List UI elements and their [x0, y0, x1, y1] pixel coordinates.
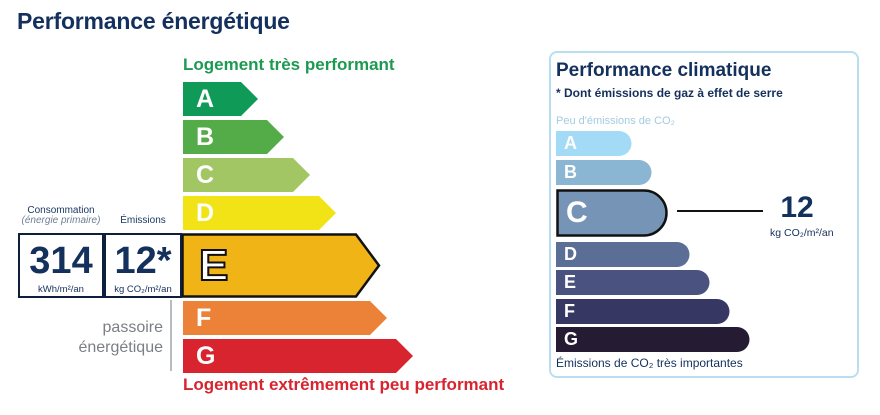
ges-bar-c-shape: [556, 189, 668, 237]
ges-bar-e-shape: [556, 270, 710, 295]
dpe-letter-b: B: [196, 123, 215, 151]
dpe-letter-g: G: [196, 342, 216, 370]
ges-bar-b-label: B: [556, 160, 586, 185]
dpe-bar-e-current: [181, 233, 381, 298]
dpe-bar-b: [183, 120, 284, 154]
ges-letter-d: D: [564, 244, 577, 264]
emissions-unit: kg CO₂/m²/an: [114, 284, 172, 295]
ges-letter-b: B: [564, 162, 577, 182]
ges-bar-b-shape: [556, 160, 652, 185]
dpe-bar-e-label: E: [181, 233, 381, 298]
dpe-bar-c-label: C: [183, 158, 223, 192]
ges-bar-d-shape: [556, 242, 690, 267]
climate-top-label: Peu d'émissions de CO₂: [556, 115, 675, 127]
dpe-bar-a-label: A: [183, 82, 223, 116]
ges-bar-e-label: E: [556, 270, 586, 295]
dpe-bar-g: [183, 339, 413, 373]
passoire-label: passoire énergétique: [60, 318, 163, 358]
consumption-label: Consommation: [27, 205, 95, 216]
ges-bar-c-label: C: [556, 189, 596, 237]
climate-title: Performance climatique: [556, 60, 772, 81]
dpe-bar-b-shape: [183, 120, 284, 154]
ges-pointer-line: [677, 210, 763, 212]
climate-subtitle: * Dont émissions de gaz à effet de serre: [556, 86, 783, 100]
dpe-bar-g-label: G: [183, 339, 223, 373]
ges-letter-a: A: [564, 133, 577, 153]
dpe-bar-g-shape: [183, 339, 413, 373]
dpe-bar-f-shape: [183, 301, 387, 335]
dpe-bar-c-shape: [183, 158, 310, 192]
dpe-current-letter: E: [198, 240, 229, 291]
ges-unit: kg CO₂/m²/an: [770, 227, 834, 239]
emissions-value: 12*: [114, 240, 172, 282]
dpe-bar-d: [183, 196, 336, 230]
ges-bar-g: [556, 327, 750, 352]
ges-bar-f: [556, 299, 730, 324]
consumption-value: 314: [29, 240, 93, 282]
ges-letter-g: G: [564, 329, 579, 349]
climate-bottom-label: Émissions de CO₂ très importantes: [556, 356, 743, 370]
ges-bar-a: [556, 131, 632, 156]
dpe-bar-d-label: D: [183, 196, 223, 230]
ges-bar-c-current: [556, 189, 668, 237]
dpe-bar-b-label: B: [183, 120, 223, 154]
dpe-bar-a: [183, 82, 258, 116]
ges-letter-e: E: [564, 272, 577, 292]
consumption-unit: kWh/m²/an: [38, 284, 84, 295]
ges-bar-g-label: G: [556, 327, 586, 352]
ges-bar-f-label: F: [556, 299, 586, 324]
emissions-label: Émissions: [120, 215, 166, 226]
passoire-line1: passoire: [102, 319, 163, 336]
ges-letter-f: F: [564, 301, 575, 321]
passoire-line2: énergétique: [78, 339, 163, 356]
passoire-divider: [170, 300, 172, 371]
dpe-bar-f-label: F: [183, 301, 223, 335]
dpe-top-label: Logement très performant: [183, 55, 395, 74]
ges-bar-a-label: A: [556, 131, 586, 156]
ges-value: 12: [780, 191, 814, 224]
ges-bar-g-shape: [556, 327, 750, 352]
dpe-bar-e-shape: [181, 233, 381, 298]
ges-bar-f-shape: [556, 299, 730, 324]
dpe-bar-d-shape: [183, 196, 336, 230]
ges-bar-d-label: D: [556, 242, 586, 267]
consumption-box: 314 kWh/m²/an: [18, 233, 104, 298]
dpe-letter-a: A: [196, 85, 215, 113]
emissions-box: 12* kg CO₂/m²/an: [104, 233, 182, 298]
consumption-sublabel: (énergie primaire): [21, 215, 101, 226]
dpe-bar-a-shape: [183, 82, 258, 116]
ges-bar-b: [556, 160, 652, 185]
dpe-letter-c: C: [196, 161, 215, 189]
dpe-bar-c: [183, 158, 310, 192]
dpe-bar-f: [183, 301, 387, 335]
ges-bar-e: [556, 270, 710, 295]
ges-bar-d: [556, 242, 690, 267]
dpe-bottom-label: Logement extrêmement peu performant: [183, 375, 505, 394]
ges-bar-a-shape: [556, 131, 632, 156]
dpe-letter-d: D: [196, 199, 215, 227]
dpe-letter-f: F: [196, 304, 212, 332]
ges-current-letter: C: [566, 196, 588, 229]
page-title: Performance énergétique: [17, 8, 290, 34]
